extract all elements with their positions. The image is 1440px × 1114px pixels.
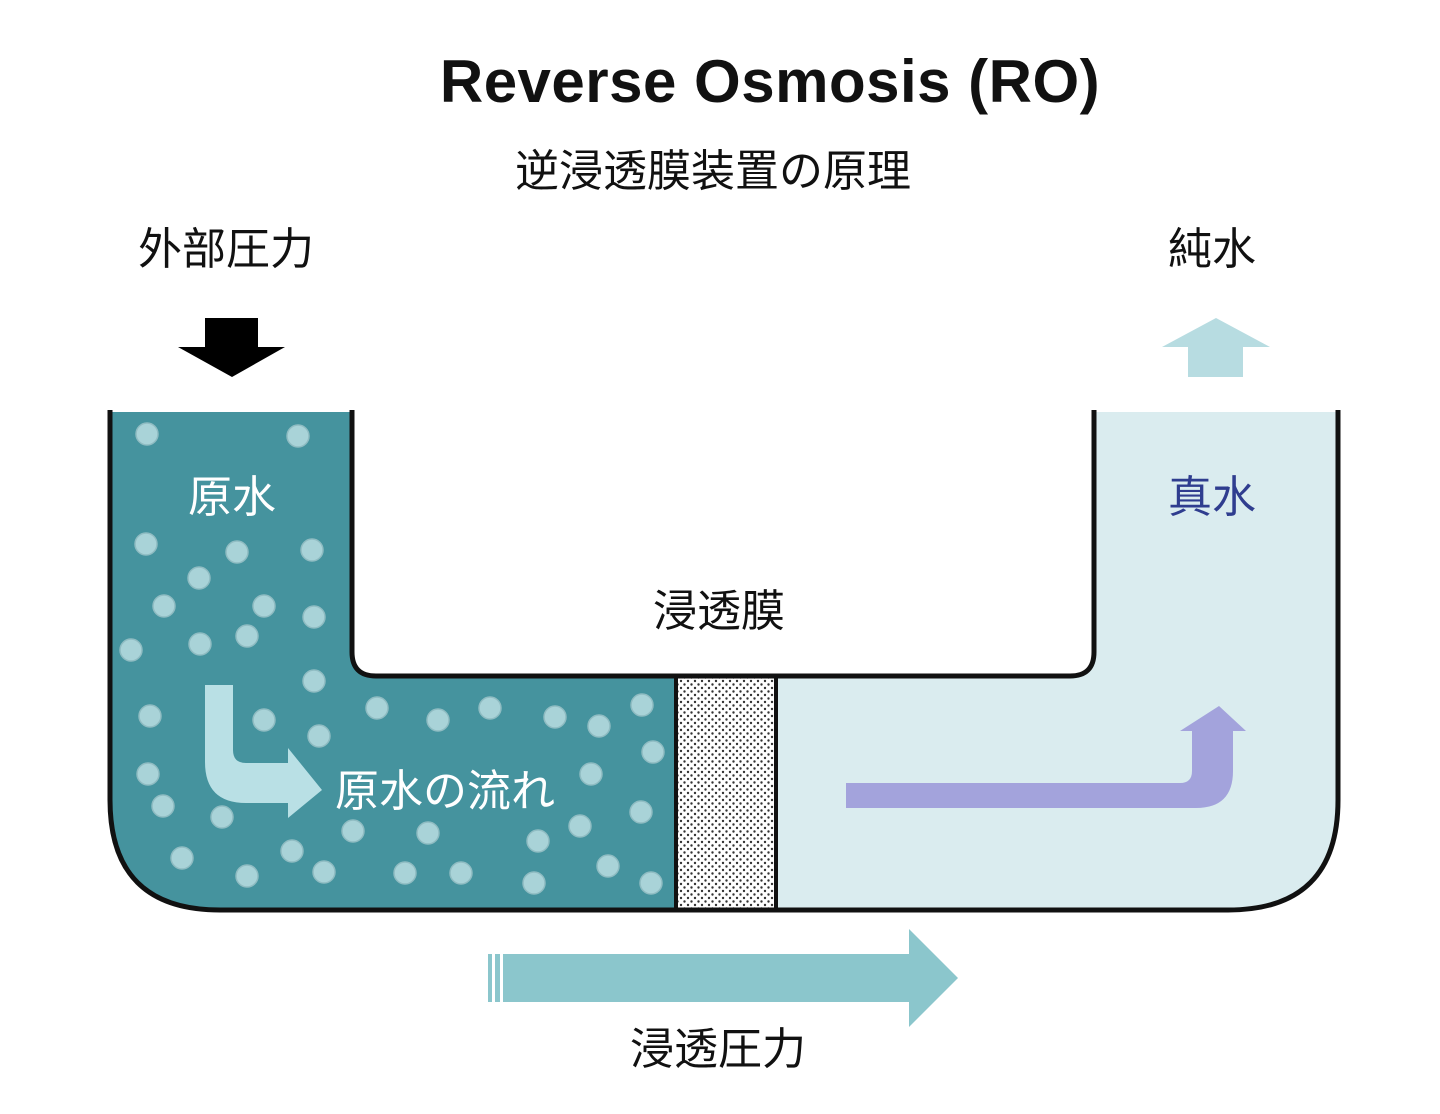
particle bbox=[152, 594, 176, 618]
particle bbox=[596, 854, 620, 878]
particle bbox=[426, 708, 450, 732]
arrow-down-icon bbox=[178, 318, 285, 377]
particle bbox=[630, 693, 654, 717]
particle bbox=[286, 424, 310, 448]
particle bbox=[526, 829, 550, 853]
particle bbox=[478, 696, 502, 720]
particle bbox=[365, 696, 389, 720]
diagram-subtitle: 逆浸透膜装置の原理 bbox=[515, 146, 911, 197]
diagram-title: Reverse Osmosis (RO) bbox=[439, 48, 1101, 115]
true-water-label: 真水 bbox=[1168, 472, 1256, 523]
particles-group bbox=[119, 422, 665, 895]
particle bbox=[416, 821, 440, 845]
bent-arrow-down-right-icon bbox=[205, 685, 322, 818]
vessel-inner-outline bbox=[349, 410, 1097, 679]
osmotic-pressure-label: 浸透圧力 bbox=[630, 1024, 806, 1075]
particle bbox=[302, 605, 326, 629]
particle bbox=[393, 861, 417, 885]
particle bbox=[235, 864, 259, 888]
particle bbox=[568, 814, 592, 838]
particle bbox=[639, 871, 663, 895]
particle bbox=[312, 860, 336, 884]
particle bbox=[151, 794, 175, 818]
external-pressure-label: 外部圧力 bbox=[138, 224, 314, 275]
particle bbox=[136, 762, 160, 786]
particle bbox=[522, 871, 546, 895]
particle bbox=[302, 669, 326, 693]
particle bbox=[280, 839, 304, 863]
particle bbox=[300, 538, 324, 562]
particle bbox=[170, 846, 194, 870]
arrow-up-icon bbox=[1162, 318, 1270, 377]
particle bbox=[119, 638, 143, 662]
particle bbox=[341, 819, 365, 843]
particle bbox=[138, 704, 162, 728]
particle bbox=[225, 540, 249, 564]
membrane bbox=[674, 674, 778, 912]
particle bbox=[629, 800, 653, 824]
membrane-label: 浸透膜 bbox=[653, 586, 785, 637]
raw-water-label: 原水 bbox=[188, 472, 276, 523]
particle bbox=[449, 861, 473, 885]
particle bbox=[134, 532, 158, 556]
particle bbox=[188, 632, 212, 656]
particle bbox=[252, 708, 276, 732]
particle bbox=[252, 594, 276, 618]
particle bbox=[187, 566, 211, 590]
particle bbox=[235, 624, 259, 648]
pure-water-label: 純水 bbox=[1168, 224, 1256, 275]
particle bbox=[641, 740, 665, 764]
particle bbox=[587, 714, 611, 738]
bent-arrow-right-up-icon bbox=[846, 706, 1246, 808]
arrow-right-icon bbox=[488, 929, 958, 1027]
raw-water-flow-label: 原水の流れ bbox=[335, 766, 555, 817]
particle bbox=[210, 805, 234, 829]
particle bbox=[579, 762, 603, 786]
vessel-outline bbox=[107, 410, 1341, 913]
particle bbox=[307, 724, 331, 748]
particle bbox=[543, 705, 567, 729]
particle bbox=[135, 422, 159, 446]
